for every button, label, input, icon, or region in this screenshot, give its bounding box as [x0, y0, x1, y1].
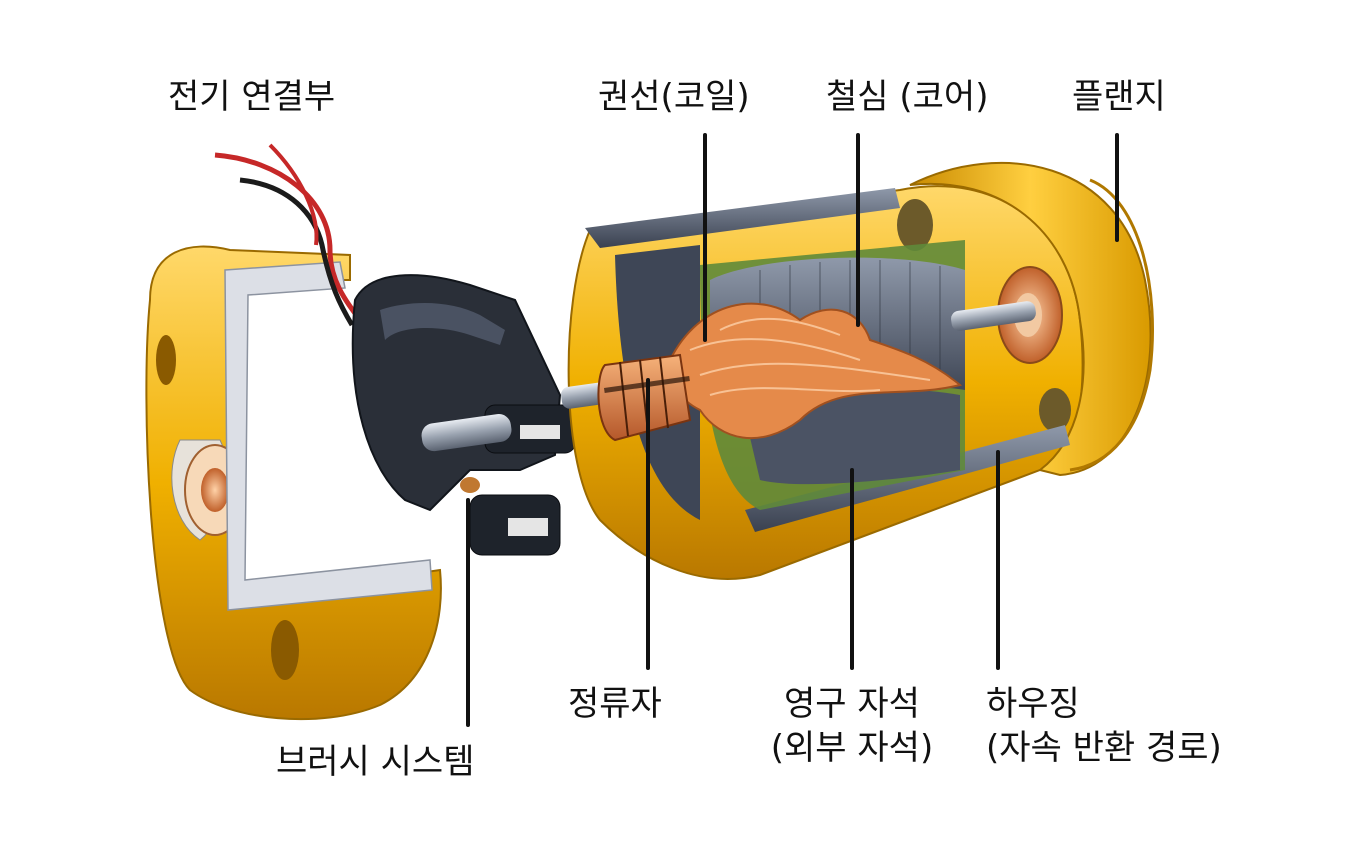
label-permanent-magnet-line2: (외부 자석) [770, 728, 934, 768]
label-housing: 하우징 (자속 반환 경로) [986, 682, 1236, 770]
label-iron-core: 철심 (코어) [826, 77, 989, 117]
label-permanent-magnet-line1: 영구 자석 [784, 684, 920, 724]
label-electrical-connection: 전기 연결부 [168, 77, 336, 117]
brush-holder [351, 274, 576, 556]
label-housing-line1: 하우징 [986, 684, 1080, 724]
commutator [597, 353, 692, 442]
label-flange: 플랜지 [1072, 77, 1166, 117]
leader-lines [466, 133, 1119, 727]
lead-wires [214, 143, 363, 327]
windings [668, 302, 963, 440]
label-winding-coil: 권선(코일) [598, 77, 750, 117]
end-cap-left [145, 245, 442, 721]
label-commutator: 정류자 [568, 684, 662, 724]
label-housing-line2: (자속 반환 경로) [986, 728, 1222, 768]
label-permanent-magnet: 영구 자석 (외부 자석) [752, 682, 952, 770]
label-brush-system: 브러시 시스템 [276, 742, 475, 782]
